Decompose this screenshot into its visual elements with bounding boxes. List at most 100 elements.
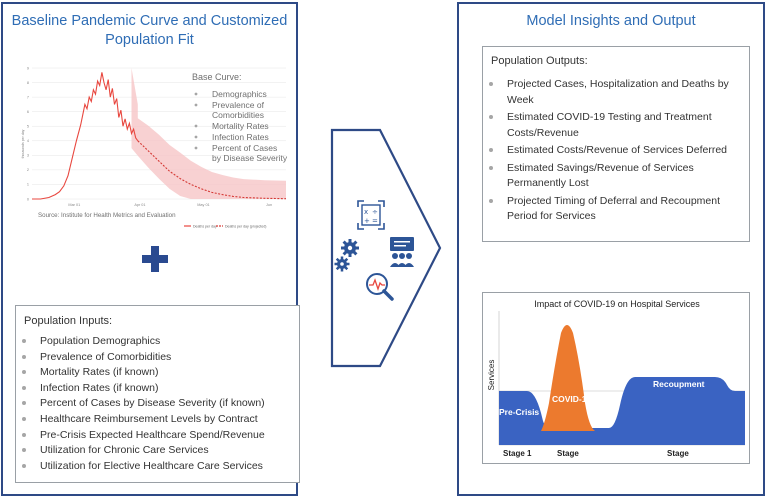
output-item-text: Projected Timing of Deferral and Recoupm…: [507, 194, 721, 223]
svg-text:÷: ÷: [372, 208, 378, 216]
series-legend-projected: Deaths per day (projected): [225, 225, 266, 229]
bullet-icon: [194, 124, 198, 128]
left-title-line-2: Population Fit: [105, 32, 194, 48]
gears-icon: [334, 239, 359, 272]
flow-arrow: x ÷ + =: [330, 128, 442, 368]
impact-y-label: Services: [487, 360, 496, 391]
bullet-icon: [22, 370, 26, 375]
output-item-text: Estimated COVID-19 Testing and Treatment…: [507, 111, 712, 139]
bullet-icon: [194, 92, 198, 96]
bullet-icon: [489, 165, 493, 170]
right-panel-title: Model Insights and Output: [526, 13, 696, 29]
output-item: Projected Timing of Deferral and Recoupm…: [483, 194, 747, 225]
input-item-text: Pre-Crisis Expected Healthcare Spend/Rev…: [40, 428, 265, 441]
y-tick-label: 2: [27, 168, 29, 172]
curve-legend-item: Infection Rates: [212, 132, 269, 142]
outputs-list: Projected Cases, Hospitalization and Dea…: [483, 77, 747, 227]
covid-peak-area: [541, 325, 595, 431]
input-item: Percent of Cases by Disease Severity (if…: [16, 396, 265, 412]
x-tick-label: May 01: [197, 203, 209, 207]
analysis-document-icon: x ÷ + =: [357, 200, 385, 230]
input-item: Population Demographics: [16, 334, 265, 350]
left-title-line-1: Baseline Pandemic Curve and Customized: [11, 13, 288, 29]
output-item: Estimated Costs/Revenue of Services Defe…: [483, 143, 747, 159]
y-tick-label: 5: [27, 125, 29, 129]
impact-chart-box: Impact of COVID-19 on Hospital Services …: [482, 292, 750, 464]
y-tick-label: 8: [27, 81, 29, 85]
input-item: Utilization for Chronic Care Services: [16, 443, 265, 459]
series-legend-actual: Deaths per day: [193, 225, 217, 229]
output-item: Projected Cases, Hospitalization and Dea…: [483, 77, 747, 108]
input-item-text: Utilization for Elective Healthcare Care…: [40, 459, 263, 472]
bullet-icon: [22, 385, 26, 390]
input-item-text: Mortality Rates (if known): [40, 366, 159, 379]
output-item-text: Estimated Costs/Revenue of Services Defe…: [507, 144, 728, 156]
y-tick-label: 6: [27, 110, 29, 114]
svg-text:=: =: [372, 217, 378, 225]
population-outputs-box: Population Outputs: Projected Cases, Hos…: [482, 46, 750, 242]
team-presentation-icon: [390, 237, 414, 267]
population-inputs-box: Population Inputs: Population Demographi…: [15, 305, 300, 483]
label-recoupment: Recoupment: [653, 379, 705, 389]
output-item-text: Projected Cases, Hospitalization and Dea…: [507, 78, 729, 106]
x-tick-label: Jun: [266, 203, 272, 207]
label-pre-crisis: Pre-Crisis: [499, 407, 539, 417]
input-item: Utilization for Elective Healthcare Care…: [16, 459, 265, 475]
bullet-icon: [194, 146, 198, 150]
input-item: Prevalence of Comorbidities: [16, 350, 265, 366]
svg-text:x: x: [364, 208, 368, 216]
bullet-icon: [22, 354, 26, 359]
y-tick-label: 9: [27, 66, 29, 70]
input-item: Infection Rates (if known): [16, 381, 265, 397]
chart-y-ticks: 0 1 2 3 4 5 6 7 8 9: [27, 66, 29, 201]
y-tick-label: 3: [27, 154, 29, 158]
input-item-text: Infection Rates (if known): [40, 381, 159, 394]
outputs-heading: Population Outputs:: [491, 55, 588, 67]
stage-label-2: Stage: [557, 449, 579, 458]
left-panel-title: Baseline Pandemic Curve and Customized P…: [3, 12, 296, 50]
projection-band: [131, 68, 286, 199]
impact-chart: Impact of COVID-19 on Hospital Services …: [487, 299, 745, 458]
label-covid: COVID-19: [552, 394, 591, 404]
output-item: Estimated Savings/Revenue of Services Pe…: [483, 161, 747, 192]
y-tick-label: 0: [27, 197, 29, 201]
bullet-icon: [22, 339, 26, 343]
bullet-icon: [22, 463, 26, 468]
series-legend: Deaths per day Deaths per day (projected…: [184, 225, 266, 229]
y-tick-label: 7: [27, 95, 29, 99]
input-item-text: Utilization for Chronic Care Services: [40, 444, 209, 457]
bullet-icon: [489, 115, 493, 119]
stage-label-1: Stage 1: [503, 449, 532, 458]
output-item: Estimated COVID-19 Testing and Treatment…: [483, 110, 747, 141]
bullet-icon: [194, 103, 198, 107]
bullet-icon: [489, 82, 493, 86]
input-item-text: Population Demographics: [40, 335, 161, 347]
curve-legend-item: Mortality Rates: [212, 121, 269, 131]
output-item-text: Estimated Savings/Revenue of Services Pe…: [507, 161, 694, 190]
bullet-icon: [22, 416, 26, 421]
input-item-text: Percent of Cases by Disease Severity (if…: [40, 397, 265, 410]
series-actual-line: [32, 72, 139, 200]
bullet-icon: [194, 135, 198, 139]
bullet-icon: [22, 448, 26, 453]
y-tick-label: 1: [27, 183, 29, 187]
bullet-icon: [22, 432, 26, 437]
input-item: Mortality Rates (if known): [16, 365, 265, 381]
plus-icon: [142, 246, 168, 272]
y-tick-label: 4: [27, 139, 29, 143]
x-tick-label: Apr 01: [134, 203, 145, 207]
curve-legend-item: Demographics: [212, 89, 267, 99]
magnifier-pulse-icon: [366, 273, 394, 301]
stage-label-3: Stage: [667, 449, 689, 458]
bullet-icon: [489, 198, 493, 203]
chart-source: Source: Institute for Health Metrics and…: [38, 212, 176, 219]
input-item-text: Healthcare Reimbursement Levels by Contr…: [40, 412, 258, 425]
series-projected-line: [137, 140, 287, 200]
bullet-icon: [489, 148, 493, 152]
